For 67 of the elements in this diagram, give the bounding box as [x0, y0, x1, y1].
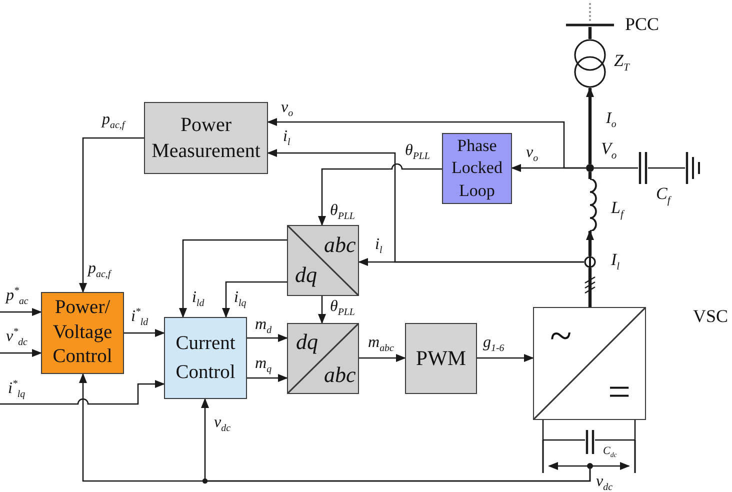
block-label: Power/ Voltage Control [52, 296, 114, 370]
converter-block [533, 307, 646, 420]
arrow [0, 349, 42, 357]
signal-label: θ$_{PLL}$ [330, 202, 355, 220]
edge-label: θ$_{PLL}$ [405, 142, 430, 160]
edge-label: I$_{o}$ [606, 110, 616, 128]
arrow [222, 281, 287, 318]
arrow [0, 380, 165, 405]
ac-sign: ~ [550, 316, 572, 356]
connector-line [588, 27, 592, 39]
arrow [358, 258, 584, 266]
component-label: L$_{f}$ [611, 199, 624, 218]
process-box [41, 292, 124, 374]
ground-symbol [685, 152, 701, 184]
arrow [511, 164, 586, 172]
arrow [79, 373, 591, 482]
bus-bar [566, 3, 614, 27]
arrow [477, 354, 534, 362]
edge-label: i$_{lq}$ [234, 289, 246, 307]
component-label: I$_{l}$ [611, 251, 620, 270]
block-label: abc [324, 234, 356, 256]
arrow [586, 87, 594, 164]
process-box [164, 317, 247, 399]
edge-label: i$_{ld}$ [192, 289, 204, 307]
arrow [318, 163, 442, 226]
block-label: PWM [416, 346, 466, 372]
capacitor-symbol [638, 152, 648, 184]
transformer-symbol [574, 39, 606, 88]
connector-line [542, 420, 585, 441]
block-label: Current Control [174, 332, 236, 385]
junction-dot [587, 463, 593, 469]
process-box [144, 102, 268, 174]
transform-block [287, 225, 359, 296]
process-box [442, 133, 512, 204]
arrow [124, 329, 165, 337]
arrow [247, 334, 288, 342]
process-box [405, 323, 477, 394]
component-label: C$_{f}$ [656, 185, 670, 204]
connector-line [648, 167, 685, 169]
arrow [247, 374, 288, 382]
connector-line [588, 172, 592, 179]
block-label: dq [295, 264, 317, 286]
edge-label: i$_{l}$ [283, 128, 290, 146]
component-label: C$_{dc}$ [603, 445, 617, 458]
arrow [179, 239, 287, 318]
component-label: Z$_{T}$ [614, 52, 630, 71]
component-label: V$_{o}$ [601, 140, 617, 159]
edge-label: i$_{l}$ [375, 236, 382, 254]
capacitor-symbol [585, 430, 595, 454]
arrow [79, 137, 144, 293]
arrow [359, 354, 406, 362]
inductor-symbol [587, 179, 597, 231]
arrow [586, 230, 594, 256]
block-label: Power Measurement [150, 113, 262, 164]
edge-label: θ$_{PLL}$ [330, 298, 355, 316]
dc-sign: = [608, 372, 631, 412]
connector-line [594, 167, 638, 169]
arrow [0, 308, 42, 316]
arrow [318, 296, 326, 324]
block-label: abc [324, 364, 356, 386]
current-sensor-symbol [584, 256, 596, 268]
block-label: Phase Locked Loop [450, 134, 504, 202]
junction-dot [586, 164, 594, 172]
block-label: dq [296, 331, 318, 353]
transform-block [287, 323, 359, 394]
connector-line [595, 420, 636, 441]
connector-line [588, 268, 592, 307]
